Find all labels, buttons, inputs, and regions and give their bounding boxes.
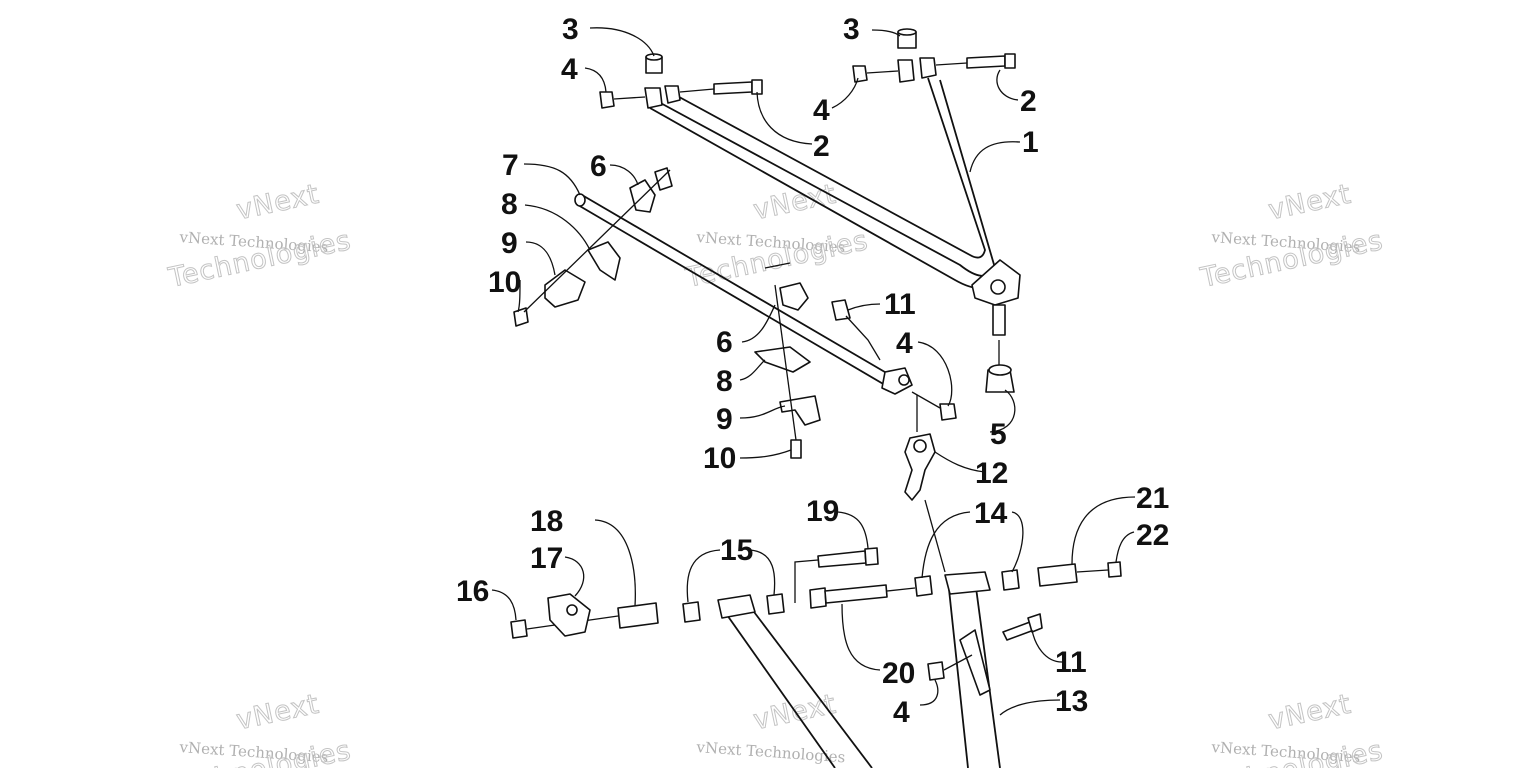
watermark-text: vNext (1266, 689, 1355, 737)
callout-4: 4 (561, 53, 578, 86)
bushing-part-14[interactable] (914, 575, 933, 597)
callout-21: 21 (1136, 482, 1169, 515)
bushing-part-3[interactable] (897, 28, 917, 49)
bushing-part-14[interactable] (1001, 569, 1020, 591)
callout-6: 6 (716, 326, 733, 359)
callout-4: 4 (893, 696, 910, 729)
nut-part-22[interactable] (1076, 561, 1122, 578)
callout-17: 17 (530, 542, 563, 575)
bolt-part-2[interactable] (935, 53, 1016, 69)
bolt-part-19[interactable] (794, 547, 879, 603)
watermark-group: vNext vNext Technologies Technologies vN… (165, 178, 1387, 768)
callout-2: 2 (813, 130, 830, 163)
sleeve-part-18[interactable] (617, 602, 659, 629)
callout-1: 1 (1022, 126, 1039, 159)
callout-20: 20 (882, 657, 915, 690)
callout-12: 12 (975, 457, 1008, 490)
bolt-part-11[interactable] (1002, 613, 1043, 641)
callout-3: 3 (843, 13, 860, 46)
bolt-part-2[interactable] (679, 79, 763, 95)
stabilizer-rod[interactable] (574, 193, 913, 395)
bracket-part-17[interactable] (547, 593, 591, 637)
nut-part-4[interactable] (927, 654, 973, 681)
bushing-part-15[interactable] (766, 593, 785, 615)
callout-6: 6 (590, 150, 607, 183)
bolt-part-11[interactable] (831, 299, 881, 361)
watermark-text: vNext (234, 179, 323, 227)
bushing-part-3[interactable] (645, 53, 663, 74)
callout-11: 11 (1055, 646, 1087, 679)
link-part-12[interactable] (904, 395, 936, 501)
callout-18: 18 (530, 505, 563, 538)
leader-lines (491, 27, 1136, 716)
watermark-text: vNext (751, 179, 840, 227)
upper-a-arm[interactable] (644, 57, 1021, 336)
callout-2: 2 (1020, 85, 1037, 118)
callout-3: 3 (562, 13, 579, 46)
clamp-part-6[interactable] (764, 262, 809, 311)
bushing-part-15[interactable] (682, 601, 701, 623)
callout-8: 8 (716, 365, 733, 398)
callout-7: 7 (502, 149, 519, 182)
callout-8: 8 (501, 188, 518, 221)
callout-labels: 1 2 2 3 3 4 4 4 4 5 6 6 7 8 8 9 9 10 10 … (456, 13, 1169, 729)
watermark-text: vNext (234, 689, 323, 737)
callout-5: 5 (990, 418, 1007, 451)
ball-joint-nut-part-5[interactable] (985, 340, 1015, 393)
callout-11: 11 (884, 288, 916, 321)
callout-10: 10 (488, 266, 521, 299)
sleeve-part-21[interactable] (1037, 563, 1078, 587)
callout-4: 4 (896, 327, 913, 360)
nut-part-4[interactable] (852, 65, 899, 83)
nut-part-4[interactable] (911, 391, 957, 421)
bracket-part-8[interactable] (587, 241, 621, 281)
bracket-part-8[interactable] (754, 346, 811, 373)
mount-part-9[interactable] (779, 395, 821, 426)
nut-part-4[interactable] (599, 91, 646, 109)
callout-13: 13 (1055, 685, 1088, 718)
screw-part-10[interactable] (513, 169, 671, 327)
callout-9: 9 (716, 403, 733, 436)
screw-part-10[interactable] (774, 284, 802, 459)
watermark-text: vNext (1266, 179, 1355, 227)
callout-9: 9 (501, 227, 518, 260)
callout-16: 16 (456, 575, 489, 608)
mount-part-9[interactable] (544, 269, 586, 308)
callout-4: 4 (813, 94, 830, 127)
callout-19: 19 (806, 495, 839, 528)
callout-22: 22 (1136, 519, 1169, 552)
lower-a-arm[interactable] (717, 499, 1001, 768)
callout-10: 10 (703, 442, 736, 475)
callout-15: 15 (720, 534, 753, 567)
callout-14: 14 (974, 497, 1008, 530)
bolt-part-20[interactable] (809, 584, 916, 609)
